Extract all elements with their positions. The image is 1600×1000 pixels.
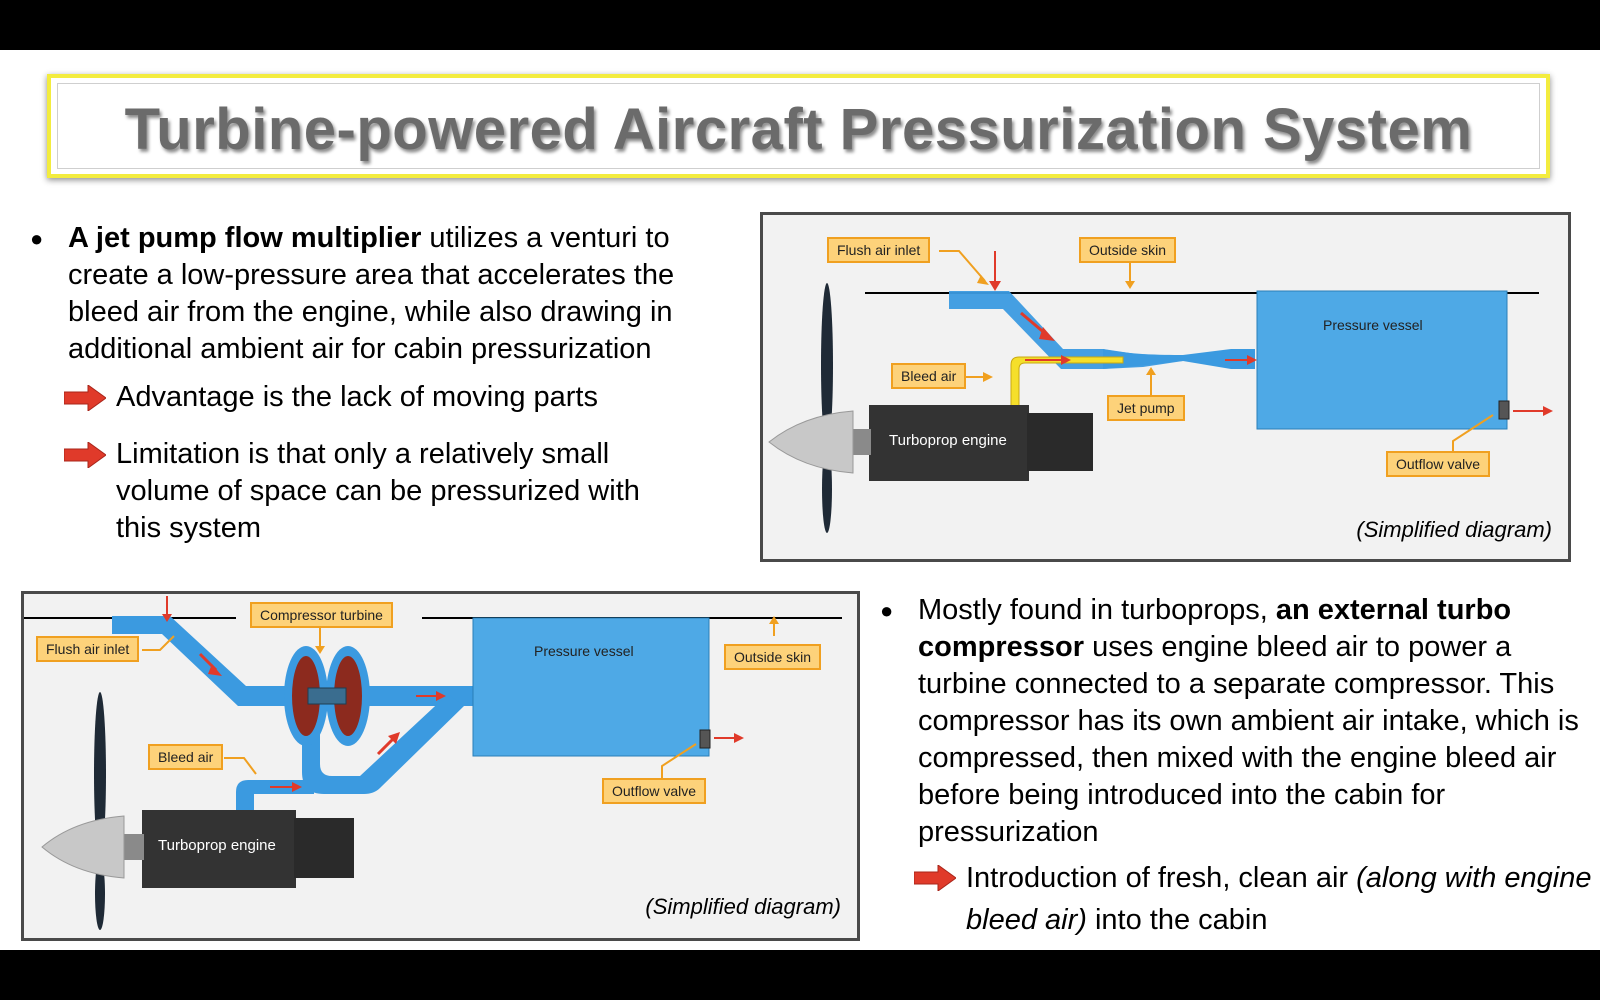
diagram2-caption: (Simplified diagram) (645, 894, 841, 919)
label-turboprop-engine: Turboprop engine (889, 432, 1007, 449)
label-jet-pump: Jet pump (1107, 395, 1185, 421)
label-outflow-valve: Outflow valve (1386, 451, 1491, 477)
section2-sub-italic: (along with engine bleed air) (966, 862, 1592, 936)
section2-sub-pre: Introduction of fresh, clean air (966, 862, 1357, 894)
propeller-icon (821, 283, 833, 447)
section2-sub1: Introduction of fresh, clean air (along … (914, 857, 1592, 941)
title-box: Turbine-powered Aircraft Pressurization … (47, 74, 1550, 178)
section2-text: ● Mostly found in turboprops, an externa… (880, 592, 1592, 941)
turbo-compressor-diagram: Compressor turbine Flush air inlet Press… (21, 591, 860, 941)
propeller-icon (94, 692, 106, 856)
diagram1-caption: (Simplified diagram) (1356, 517, 1552, 542)
section1-bullet-rest: utilizes a venturi to create a low-press… (68, 222, 675, 365)
label-pressure-vessel: Pressure vessel (1323, 317, 1423, 333)
section2-bullet-rest: uses engine bleed air to power a turbine… (918, 631, 1579, 848)
title-inner-frame (57, 83, 1540, 169)
label-outside-skin: Outside skin (1079, 237, 1177, 263)
jet-pump-diagram-graphic (768, 250, 1553, 533)
section2-sub-post: into the cabin (1086, 904, 1268, 936)
red-arrow-icon (64, 385, 106, 411)
slide: Turbine-powered Aircraft Pressurization … (0, 50, 1600, 950)
spinner-icon (41, 815, 125, 879)
section2-bullet: ● Mostly found in turboprops, an externa… (880, 592, 1592, 851)
bullet-dot-icon: ● (880, 598, 894, 623)
turbo-compressor-diagram-graphic (24, 596, 842, 930)
section2-bullet-pre: Mostly found in turboprops, (918, 594, 1276, 626)
label-outflow-valve: Outflow valve (602, 778, 707, 804)
section2-bullet-bold: an external turbo compressor (918, 594, 1512, 663)
label-bleed-air: Bleed air (891, 363, 967, 389)
label-bleed-air: Bleed air (148, 744, 224, 770)
label-pressure-vessel: Pressure vessel (534, 643, 634, 659)
section1-sub1: Advantage is the lack of moving parts (64, 379, 720, 416)
slide-title: Turbine-powered Aircraft Pressurization … (124, 97, 1473, 162)
section1-bullet: ● A jet pump flow multiplier utilizes a … (30, 220, 720, 368)
section1-text: ● A jet pump flow multiplier utilizes a … (30, 220, 720, 547)
section1-sub2: Limitation is that only a relatively sma… (64, 436, 656, 547)
red-arrow-icon (914, 865, 956, 891)
section1-sub1-text: Advantage is the lack of moving parts (116, 381, 598, 413)
label-compressor-turbine: Compressor turbine (250, 602, 393, 628)
section1-bullet-bold: A jet pump flow multiplier (68, 222, 422, 254)
bullet-dot-icon: ● (30, 226, 44, 251)
label-outside-skin: Outside skin (724, 644, 822, 670)
label-flush-air-inlet: Flush air inlet (36, 636, 140, 662)
label-turboprop-engine: Turboprop engine (158, 837, 276, 854)
section1-sub2-text: Limitation is that only a relatively sma… (116, 438, 640, 544)
spinner-icon (768, 410, 854, 474)
jet-pump-diagram: Flush air inlet Outside skin Pressure ve… (760, 212, 1571, 562)
label-flush-air-inlet: Flush air inlet (827, 237, 931, 263)
red-arrow-icon (64, 442, 106, 468)
